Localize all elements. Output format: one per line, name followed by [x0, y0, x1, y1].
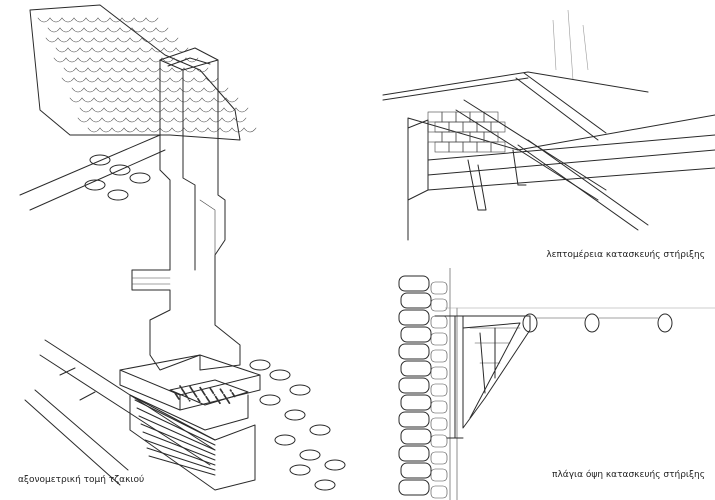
stone-column [398, 275, 448, 499]
masonry [427, 111, 506, 153]
stone-wall [84, 154, 346, 491]
support-braces [455, 72, 649, 231]
support-detail-sketch [382, 9, 715, 241]
caption-support-detail: λεπτομέρεια κατασκευής στήριξης [546, 250, 705, 260]
rafters [382, 9, 715, 241]
axonometric-drawing [19, 4, 346, 491]
chimney [119, 47, 261, 411]
axonometric-sketch [19, 4, 346, 491]
beam-ends [522, 313, 673, 333]
roof-tiles [29, 4, 257, 141]
caption-side-elevation: πλάγια όψη κατασκευής στήριξης [552, 470, 705, 480]
side-elevation-sketch [398, 268, 715, 500]
wall-line [445, 268, 715, 500]
slatted-frame [129, 394, 256, 491]
hearth [129, 379, 249, 431]
support-detail-drawing [378, 0, 715, 245]
caption-axonometric-section: αξονομετρική τομή τζακιού [18, 475, 145, 485]
side-elevation-drawing [395, 268, 715, 500]
beams [19, 134, 216, 486]
bracket [434, 315, 531, 439]
